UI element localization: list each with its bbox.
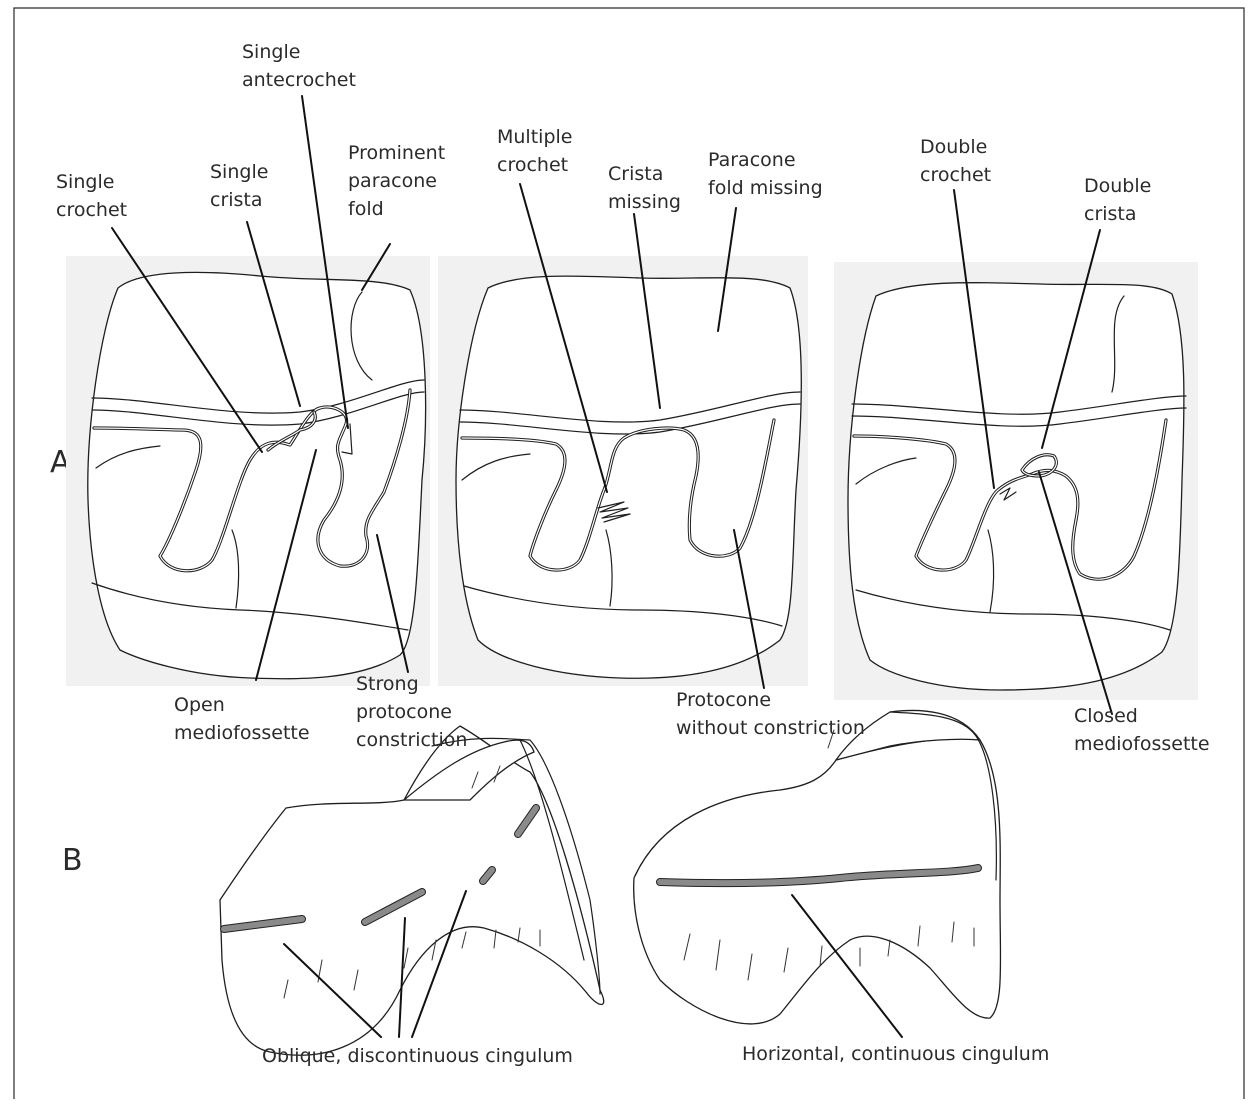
label-open-mediofossette: Open mediofossette <box>174 694 310 744</box>
tooth-3 <box>834 262 1198 700</box>
label-double-crista: Double crista <box>1084 175 1157 225</box>
label-closed-mediofossette: Closed mediofossette <box>1074 705 1210 755</box>
label-single-crochet: Single crochet <box>56 171 127 221</box>
tooth-2 <box>438 256 808 686</box>
label-single-antecrochet: Single antecrochet <box>242 41 356 91</box>
label-prominent-paracone-fold: Prominent paracone fold <box>348 142 451 220</box>
label-double-crochet: Double crochet <box>920 136 993 186</box>
label-single-crista: Single crista <box>210 161 274 211</box>
label-paracone-fold-missing: Paracone fold missing <box>708 149 823 199</box>
tooth-1 <box>66 256 430 686</box>
tooth-4-lateral <box>220 726 604 1055</box>
panel-label-b: B <box>62 843 83 878</box>
label-crista-missing: Crista missing <box>608 163 681 213</box>
label-multiple-crochet: Multiple crochet <box>497 126 579 176</box>
label-horizontal-cingulum: Horizontal, continuous cingulum <box>742 1043 1049 1065</box>
tooth-5-lateral <box>634 710 1001 1023</box>
label-oblique-cingulum: Oblique, discontinuous cingulum <box>262 1045 573 1067</box>
